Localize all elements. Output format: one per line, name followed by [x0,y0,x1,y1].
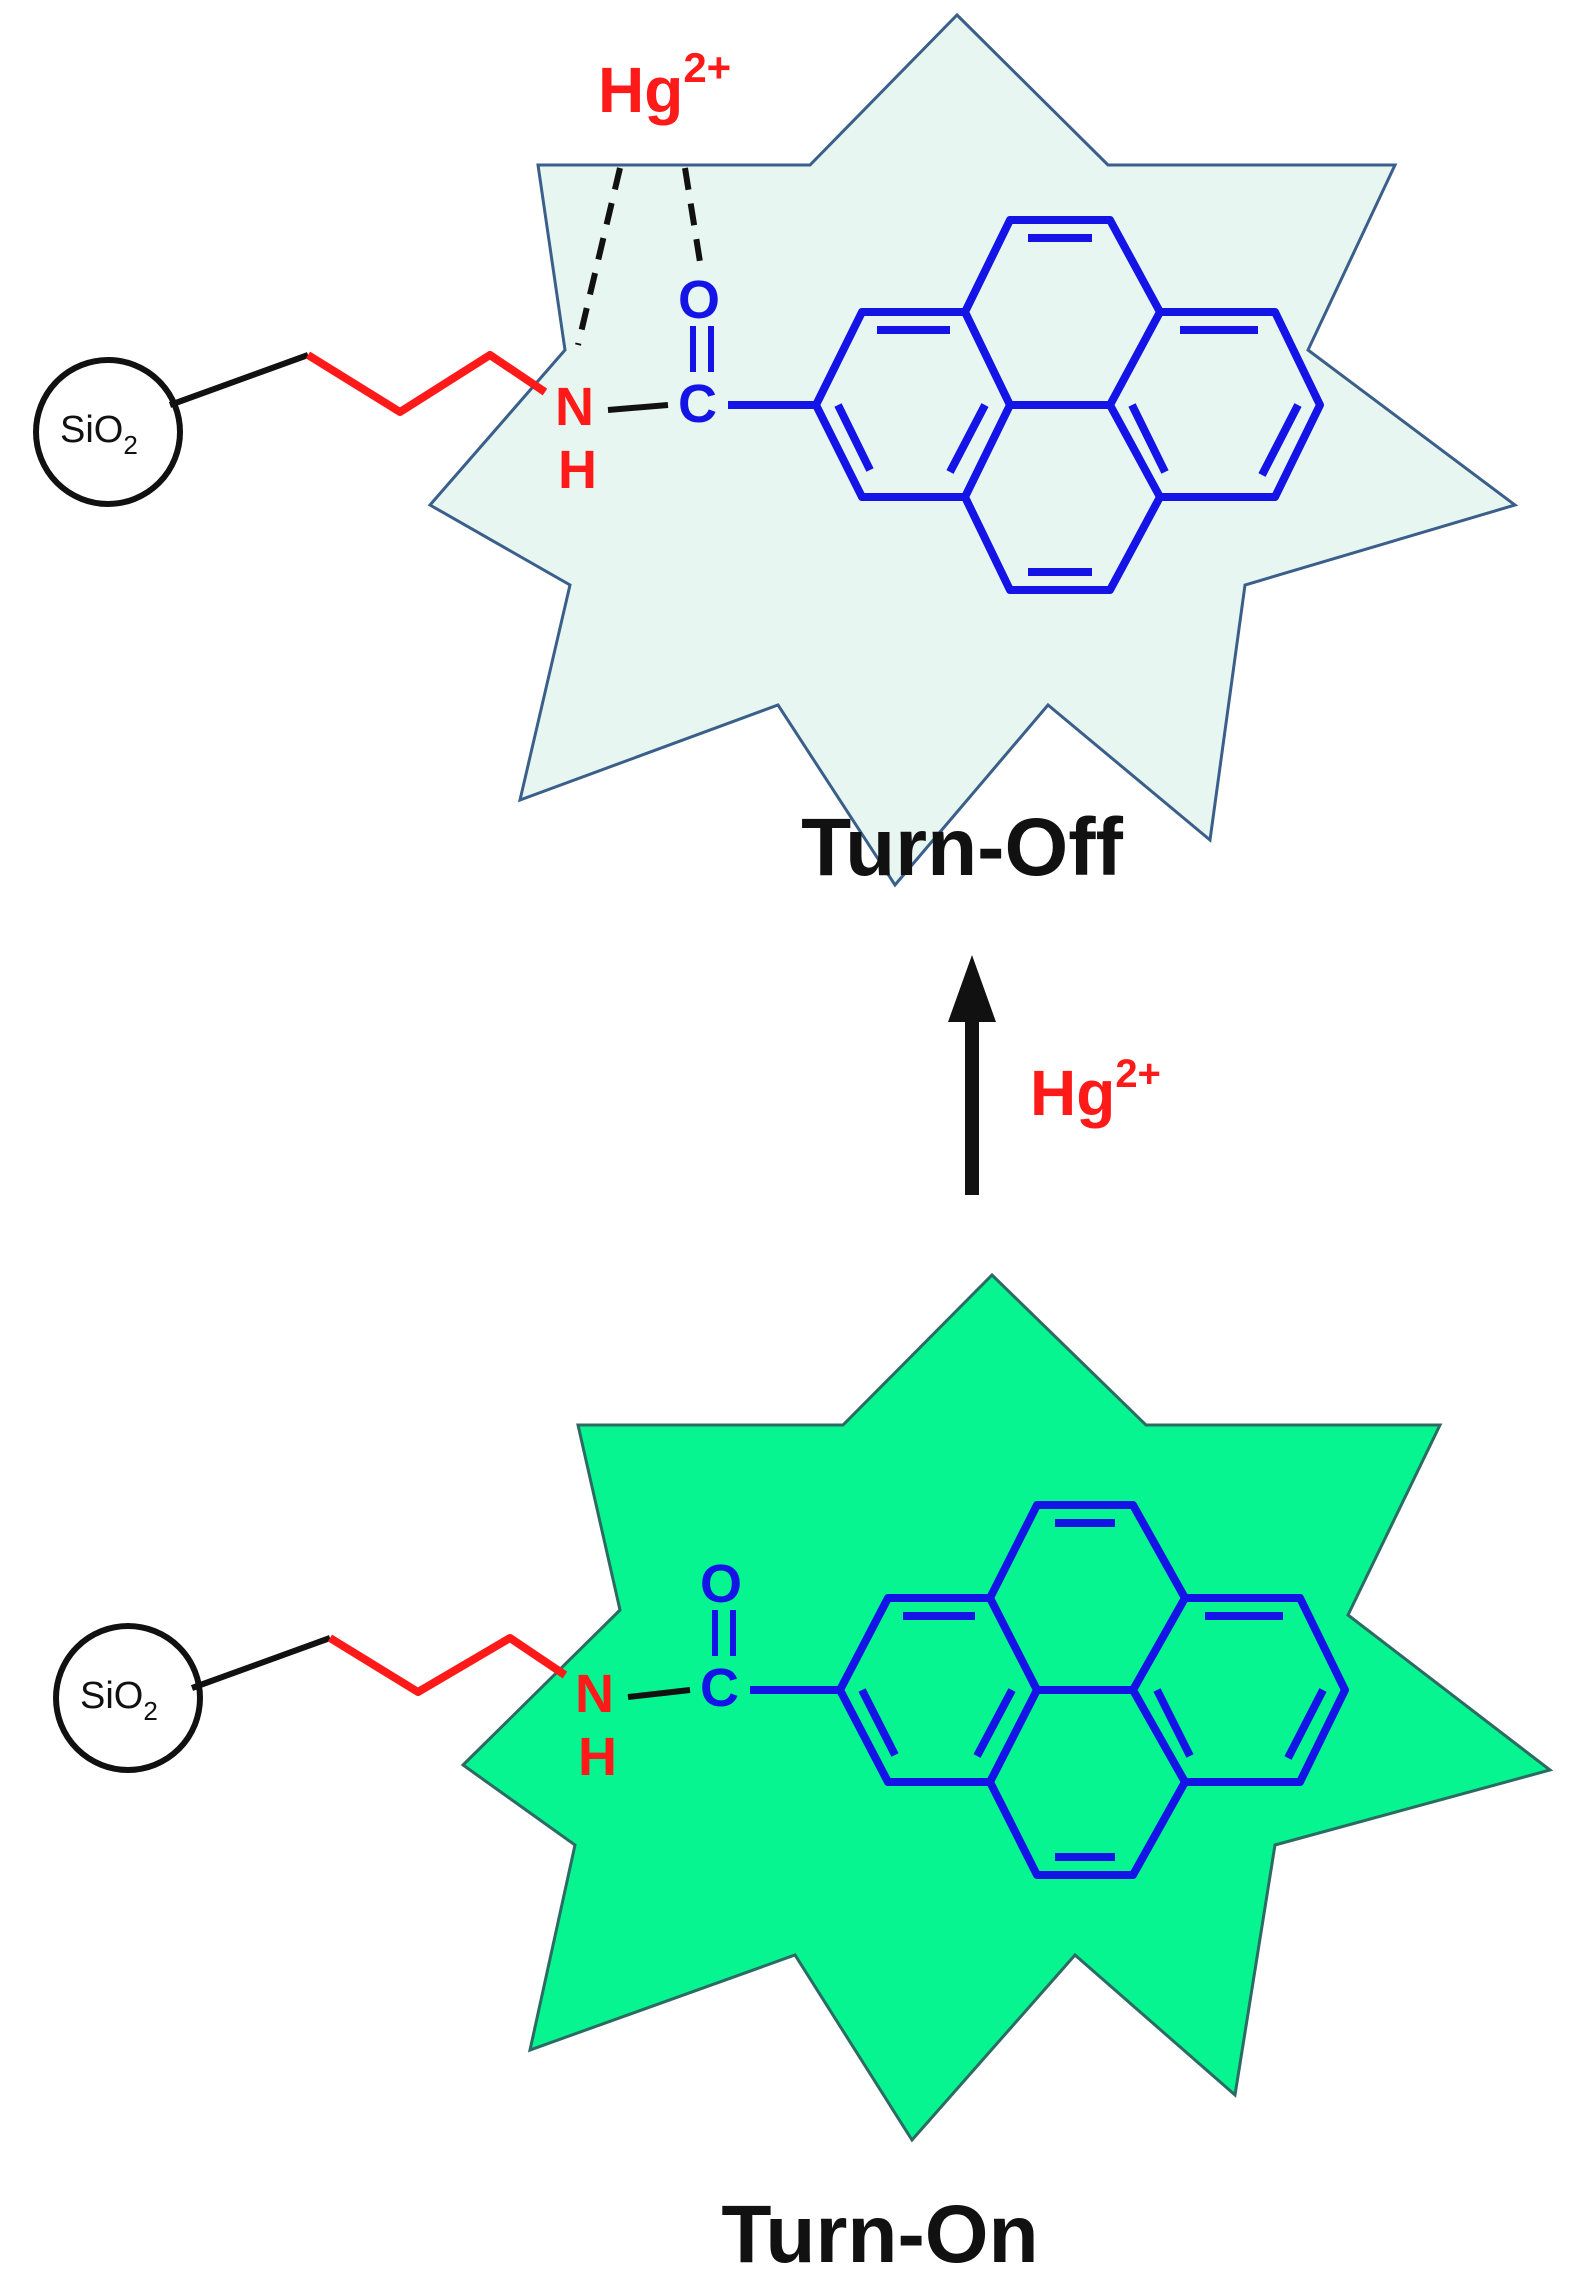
top-carbonyl-o: O [678,270,720,330]
top-carbonyl-c: C [678,374,717,434]
bottom-n-c-bond [627,1687,691,1700]
arrow-head [948,955,996,1022]
bottom-carbonyl-o: O [700,1554,742,1614]
svg-text:SiO2: SiO2 [80,1675,158,1726]
bottom-sio2-particle: SiO2 [53,1623,203,1773]
top-hg-symbol: Hg [598,54,683,126]
turn-off-label: Turn-Off [801,802,1123,893]
top-amide-n: N [555,377,594,437]
top-coord-bond-n [575,167,623,346]
bottom-amide-h: H [578,1727,617,1787]
svg-text:SiO2: SiO2 [60,409,138,460]
top-pyrene [812,216,1324,594]
bottom-carbonyl-c: C [700,1658,739,1718]
bottom-tether-bond [190,1635,332,1691]
arrow-reagent-symbol: Hg [1030,1057,1115,1129]
arrow-reagent-charge: 2+ [1115,1052,1161,1096]
bottom-amide-n: N [575,1664,614,1724]
top-coord-bond-o [682,167,703,263]
top-amide-h: H [558,440,597,500]
arrow-reagent: Hg2+ [1030,1052,1161,1129]
turn-on-label: Turn-On [721,2189,1038,2280]
top-sio2-label: SiO [60,409,123,451]
top-sio2-particle: SiO2 [33,357,183,507]
top-sio2-subscript: 2 [123,430,137,460]
top-star-background [427,12,1519,888]
bottom-propyl-linker [327,1634,568,1696]
top-tether-bond [168,352,310,408]
bottom-pyrene [836,1501,1349,1879]
bottom-sio2-subscript: 2 [143,1696,157,1726]
reaction-arrow: Hg2+ [948,955,1161,1195]
top-hg-ion: Hg2+ [598,44,731,126]
top-propyl-linker [305,351,548,416]
top-n-c-bond [607,402,669,413]
top-hg-charge: 2+ [683,44,731,91]
turn-on-panel: SiO2 N H C O Turn-On [53,1272,1554,2280]
bottom-sio2-label: SiO [80,1675,143,1717]
turn-off-panel: SiO2 N H C O [33,12,1519,893]
